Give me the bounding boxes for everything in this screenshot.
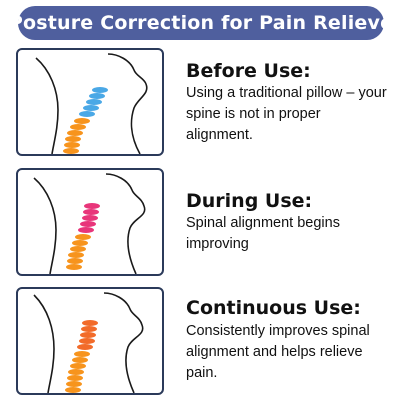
spine-upper-icon <box>79 87 108 117</box>
spine-upper-icon <box>77 320 98 350</box>
continuous-use-illustration <box>16 287 164 395</box>
spine-upper-icon <box>78 203 100 233</box>
during-use-illustration <box>16 168 164 276</box>
before-use-description: Using a traditional pillow – your spine … <box>186 85 387 143</box>
head-neck-outline-icon <box>35 53 148 154</box>
spine-lower-icon <box>66 234 91 270</box>
before-use-illustration <box>16 48 164 156</box>
before-use-heading: Before Use: <box>186 60 311 82</box>
continuous-use-heading: Continuous Use: <box>186 297 361 319</box>
spine-lower-icon <box>63 118 90 154</box>
during-use-heading: During Use: <box>186 190 313 212</box>
spine-lower-icon <box>65 351 90 393</box>
during-use-description: Spinal alignment begins improving <box>186 215 340 252</box>
title-banner: Posture Correction for Pain Relieve <box>9 6 393 40</box>
page-title: Posture Correction for Pain Relieve <box>8 12 394 34</box>
continuous-use-description: Consistently improves spinal alignment a… <box>186 323 370 381</box>
head-neck-outline-icon <box>33 173 146 274</box>
head-neck-outline-icon <box>33 292 144 393</box>
